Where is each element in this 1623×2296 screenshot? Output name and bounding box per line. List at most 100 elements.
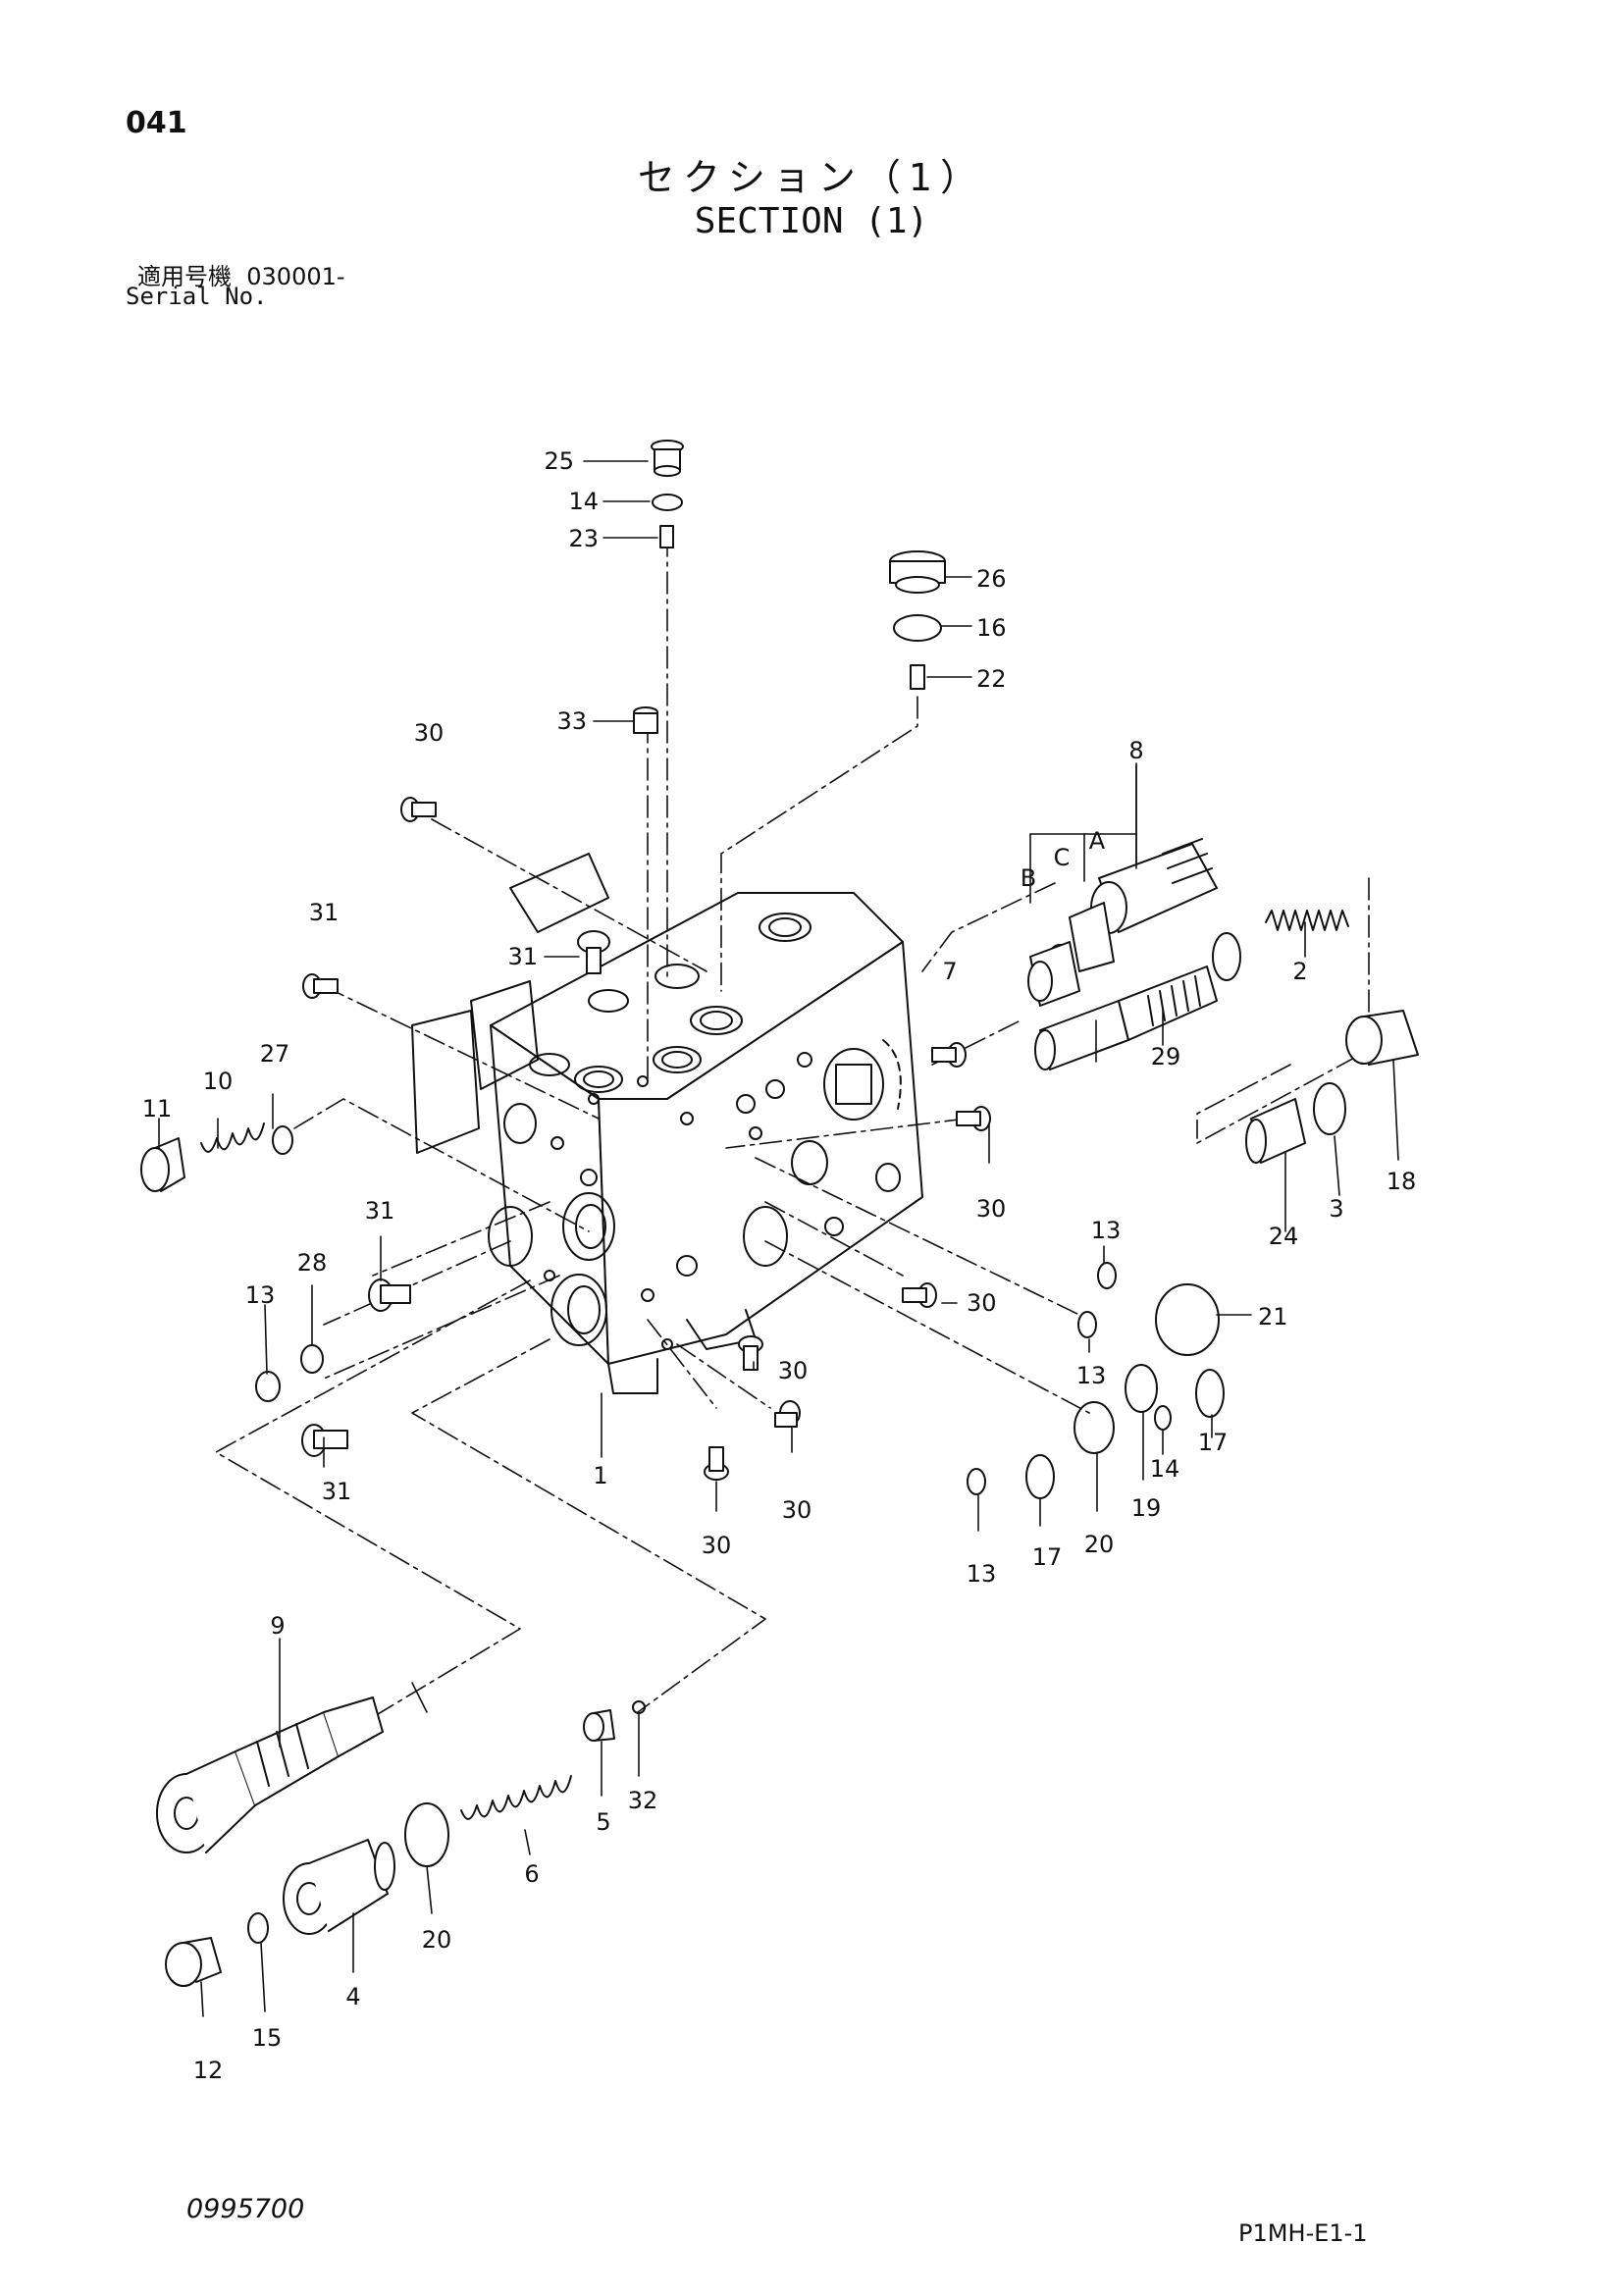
callout-31-b: 31 [365,1197,395,1225]
serial-line-japanese: 適用号機 030001- [137,257,345,291]
callout-30-f: 30 [778,1357,809,1384]
part-9-relief-valve [156,1696,384,1853]
part-33-set-screw [633,706,658,734]
callout-30-b: 31 [309,899,340,926]
serial-value: 030001- [246,263,345,290]
part-25-plug [651,440,684,477]
callout-4: 4 [345,1983,360,2010]
callout-12: 12 [193,2057,224,2084]
callout-1: 1 [593,1462,607,1489]
part-30-bolt-c [931,1042,967,1068]
part-13-oring-a [1097,1262,1117,1289]
callout-32: 32 [628,1787,658,1814]
part-15-oring [247,1912,269,1944]
part-31-pin-a [577,930,610,974]
part-13-oring-c [967,1468,986,1495]
part-12-plug [165,1937,222,1987]
part-30-bolt-d [956,1106,991,1131]
top-port-2 [653,1046,702,1073]
callout-8: 8 [1128,737,1143,764]
callout-30-d: 30 [976,1195,1007,1223]
serial-label-en: Serial No. [126,283,268,310]
callout-13-b: 13 [1076,1362,1107,1389]
callout-28: 13 [245,1281,276,1309]
top-port-4 [759,913,812,942]
callout-18: 3 [1329,1195,1343,1223]
part-28-plug [255,1371,281,1402]
callout-14-b: 14 [1150,1455,1180,1483]
callout-20-b: 20 [422,1926,452,1954]
part-8-cartridge [1027,838,1218,1007]
callout-30-c: 7 [942,958,957,985]
part-21-oring [1155,1283,1220,1356]
part-30-bolt-b [302,973,339,999]
body-underside-boss [686,1309,757,1350]
page-code: P1MH-E1-1 [1238,2219,1368,2247]
callout-2: 29 [1151,1043,1181,1070]
part-17-oring-a [1195,1369,1225,1418]
callout-15: 15 [252,2024,283,2052]
part-24-plug [300,1344,324,1374]
leader-lines [158,460,1399,2017]
callout-30-h: 30 [702,1532,732,1559]
part-16-oring [893,614,942,642]
part-17-oring-b [1025,1454,1055,1499]
page-number: 041 [126,106,187,140]
part-20-oring-a [1073,1401,1115,1454]
callout-6: 6 [524,1860,539,1888]
top-port-5 [529,1053,570,1076]
callout-10: 27 [260,1040,290,1068]
body-flange [411,1010,480,1154]
part-22-set-screw [910,664,925,690]
front-port-1 [550,1274,607,1346]
callout-14: 14 [568,488,599,515]
callout-9: 9 [270,1612,285,1640]
callout-30-e: 30 [967,1289,997,1317]
body-bottom-foot [607,1358,658,1394]
callout-19: 19 [1131,1494,1162,1522]
top-port-3 [690,1006,743,1035]
callout-29: 11 [142,1095,173,1122]
part-11-spring [200,1122,265,1153]
assembly-lines [215,534,1370,1748]
callout-27: 18 [1387,1168,1417,1195]
top-port-7 [588,989,629,1013]
part-5-poppet [583,1709,615,1742]
part-31-pin-c [301,1424,348,1457]
callout-A: A [1089,827,1106,855]
part-13-oring-b [1077,1311,1097,1338]
callout-30-g: 30 [782,1496,812,1524]
part-31-pin-b [368,1278,411,1312]
part-4-sleeve [283,1839,395,1935]
side-port-1 [823,1048,884,1121]
callout-16: 16 [976,614,1007,642]
callout-31-c: 31 [322,1478,352,1505]
part-19-oring [1125,1364,1158,1413]
title-japanese: セクション（1） [637,156,986,199]
callout-25: 25 [544,447,574,475]
body-rear-block [509,853,609,933]
callout-3: 24 [1269,1223,1299,1250]
part-30-bolt-e [902,1282,937,1308]
callout-30-a: 30 [414,719,445,747]
part-10-washer [272,1125,293,1155]
part-27-plug [1345,1010,1419,1066]
top-port-6 [654,964,700,989]
callout-17-b: 17 [1032,1543,1063,1571]
part-30-bolt-f [738,1335,763,1371]
part-20-oring-b [404,1802,449,1867]
title-english: SECTION (1) [694,201,929,241]
callout-22: 22 [976,665,1007,693]
part-30-bolt-h [704,1446,729,1481]
callout-17-a: 17 [1198,1429,1229,1456]
part-29-plug [140,1137,185,1192]
part-14-oring [652,494,683,511]
part-2-spool [1034,932,1241,1070]
part-23-set-screw [659,525,674,548]
callout-23: 23 [568,525,599,552]
part-18-oring [1313,1082,1346,1135]
callout-5: 5 [596,1808,610,1836]
callout-C: C [1054,844,1071,871]
serial-label-ja: 適用号機 [137,263,232,290]
